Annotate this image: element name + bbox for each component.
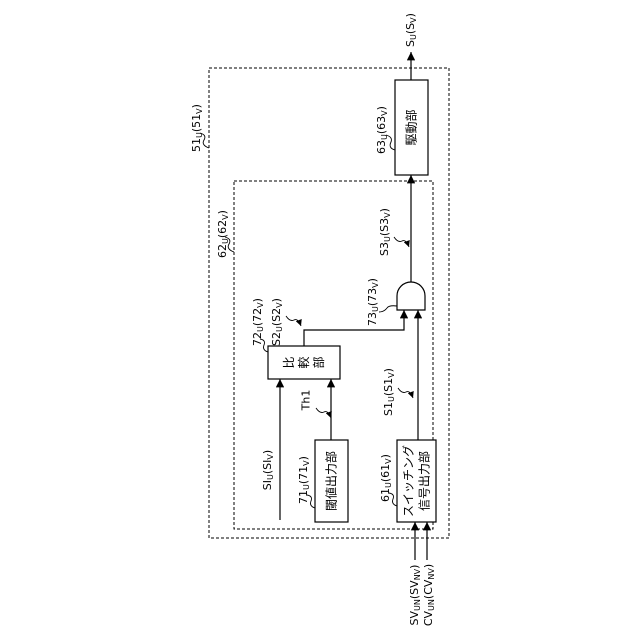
and-gate — [397, 282, 425, 310]
signal-s3: S3U(S3V) — [378, 208, 392, 256]
signal-s2: S2U(S2V) — [270, 298, 284, 346]
comparator-char-3: 部 — [311, 356, 326, 368]
wire-comparator-to-and — [304, 310, 404, 346]
signal-th1: Th1 — [300, 390, 313, 412]
comparator-char-1: 比 — [282, 356, 296, 368]
signal-cv-input: CVUN(CVNV) — [422, 564, 436, 626]
leader-and — [379, 306, 397, 312]
switching-label-line1: スイッチング — [402, 445, 416, 517]
threshold-output-ref: 71U(71V) — [297, 456, 311, 504]
threshold-output-label: 閾値出力部 — [324, 451, 339, 511]
switching-output-ref: 61U(61V) — [379, 454, 393, 502]
signal-si: SIU(SIV) — [261, 450, 275, 490]
leader-th1 — [316, 408, 331, 418]
leader-s3 — [394, 237, 409, 247]
comparator-ref: 72U(72V) — [251, 298, 265, 346]
leader-s2 — [286, 316, 301, 326]
driver-ref: 63U(63V) — [375, 106, 389, 154]
signal-sv-input: SVUN(SVNV) — [408, 565, 422, 626]
outer-unit-ref: 51U(51V) — [190, 104, 204, 152]
switching-label-line2: 信号出力部 — [417, 451, 432, 511]
signal-su: SU(SV) — [404, 13, 418, 47]
driver-label: 駆動部 — [404, 109, 419, 145]
signal-s1: S1U(S1V) — [382, 368, 396, 416]
comparator-label: 比 較 部 — [282, 356, 326, 368]
comparator-char-2: 較 — [296, 356, 311, 368]
leader-s1 — [398, 388, 413, 398]
and-gate-ref: 73U(73V) — [366, 278, 380, 326]
inner-unit-ref: 62U(62V) — [216, 210, 230, 258]
